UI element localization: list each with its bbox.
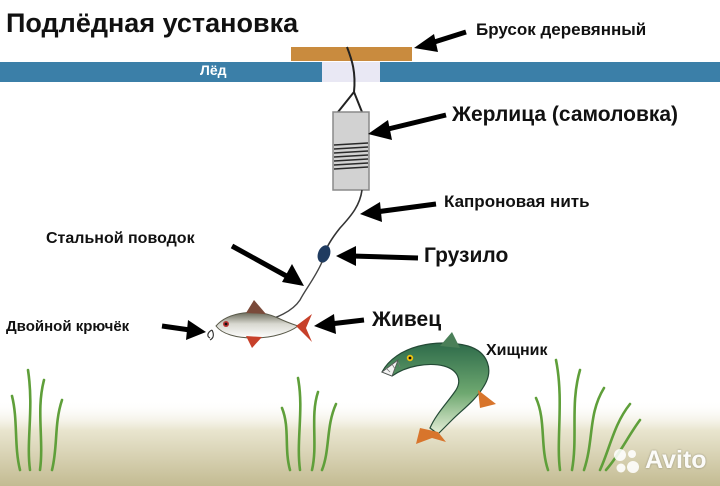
label-double-hook: Двойной крючёк	[6, 318, 130, 335]
avito-logo-icon	[614, 448, 639, 473]
arrow-live-bait	[314, 314, 365, 334]
predator-pike	[381, 332, 496, 444]
arrow-wooden-bar	[414, 29, 467, 52]
sinker	[317, 245, 331, 263]
arrow-sinker	[336, 246, 419, 266]
ice-label: Лёд	[200, 62, 227, 78]
label-wooden-bar: Брусок деревянный	[476, 20, 647, 39]
ice-hole	[322, 62, 380, 82]
arrow-trap	[368, 112, 447, 140]
lake-bottom	[0, 400, 720, 486]
label-trap: Жерлица (самоловка)	[452, 103, 679, 126]
label-live-bait: Живец	[372, 308, 442, 331]
label-nylon-line: Капроновая нить	[444, 192, 590, 211]
label-steel-leader: Стальной поводок	[46, 230, 195, 247]
aquatic-weeds	[10, 358, 642, 472]
arrow-nylon-line	[360, 201, 437, 222]
trap-zherlitsa	[332, 111, 370, 191]
avito-watermark-text: Avito	[645, 446, 707, 474]
trap-cord	[337, 46, 363, 113]
diagram-title: Подлёдная установка	[6, 8, 299, 38]
wooden-bar	[291, 47, 412, 61]
arrow-double-hook	[161, 320, 206, 340]
nylon-line	[323, 189, 363, 256]
label-predator: Хищник	[486, 342, 548, 359]
arrow-steel-leader	[230, 243, 304, 286]
arrows	[161, 29, 467, 340]
label-sinker: Грузило	[424, 244, 509, 267]
live-bait-fish	[207, 300, 312, 348]
avito-watermark: Avito	[612, 446, 707, 475]
